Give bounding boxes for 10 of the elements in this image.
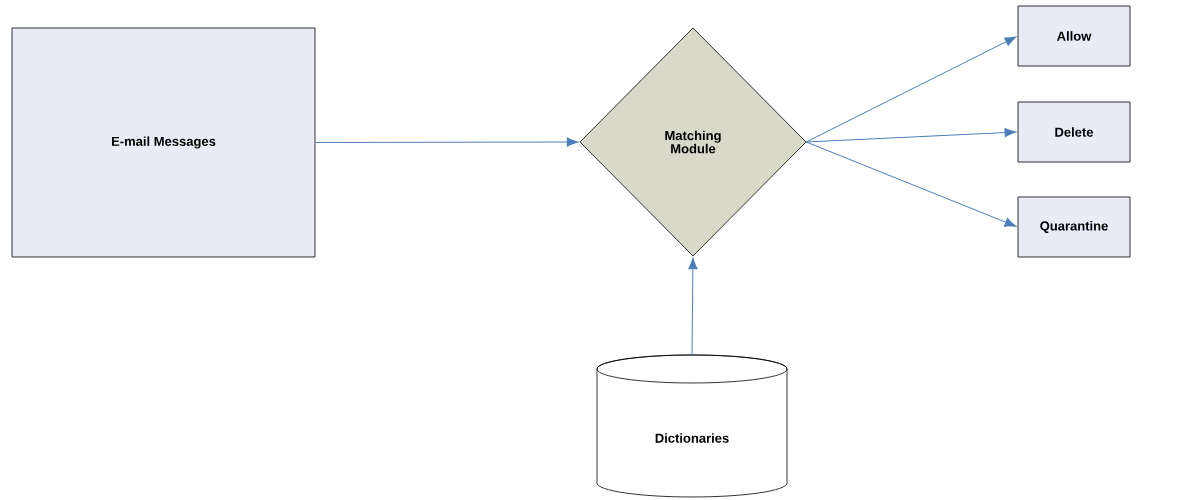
process-box: Delete <box>1017 101 1131 163</box>
arrow <box>805 127 1017 143</box>
process-box: Quarantine <box>1017 196 1131 258</box>
process-box: Allow <box>1017 5 1131 67</box>
database-cylinder: Dictionaries <box>596 354 788 498</box>
arrow <box>805 141 1017 227</box>
process-box: E-mail Messages <box>11 27 316 258</box>
arrow <box>688 257 698 356</box>
arrow <box>805 36 1017 143</box>
arrow <box>314 137 579 147</box>
